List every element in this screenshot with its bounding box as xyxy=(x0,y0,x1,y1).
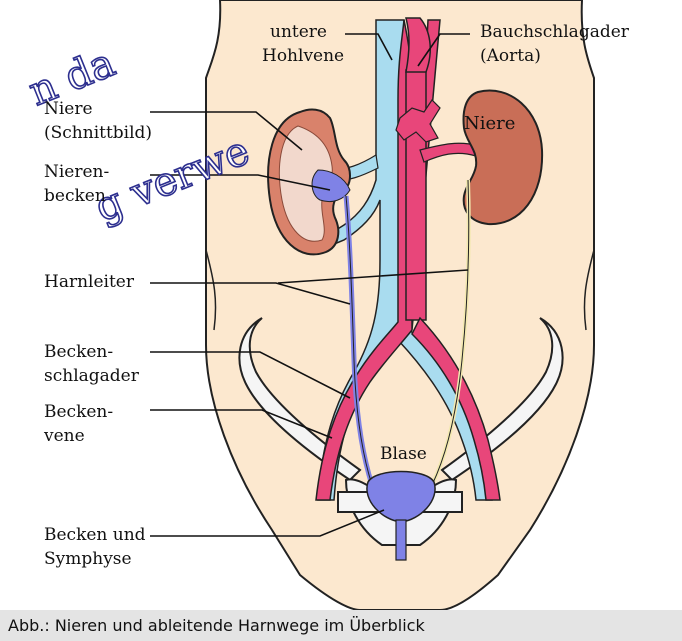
label-blase: Blase xyxy=(380,442,427,466)
label-becken-symphyse: Becken und Symphyse xyxy=(44,523,146,571)
urethra xyxy=(396,520,406,560)
label-beckenschlagader: Becken- schlagader xyxy=(44,340,139,388)
label-untere-hohlvene: untere Hohlvene xyxy=(262,20,344,68)
label-bauchschlagader: Bauchschlagader (Aorta) xyxy=(480,20,629,68)
label-niere: Niere xyxy=(464,112,515,136)
anatomy-figure: n da g verwe untere Hohlvene Bauchschlag… xyxy=(0,0,682,610)
label-harnleiter: Harnleiter xyxy=(44,270,134,294)
label-niere-schnittbild: Niere (Schnittbild) xyxy=(44,97,152,145)
aorta-main xyxy=(406,70,426,320)
label-nierenbecken: Nieren- becken xyxy=(44,160,109,208)
label-beckenvene: Becken- vene xyxy=(44,400,113,448)
figure-caption: Abb.: Nieren und ableitende Harnwege im … xyxy=(0,610,682,641)
